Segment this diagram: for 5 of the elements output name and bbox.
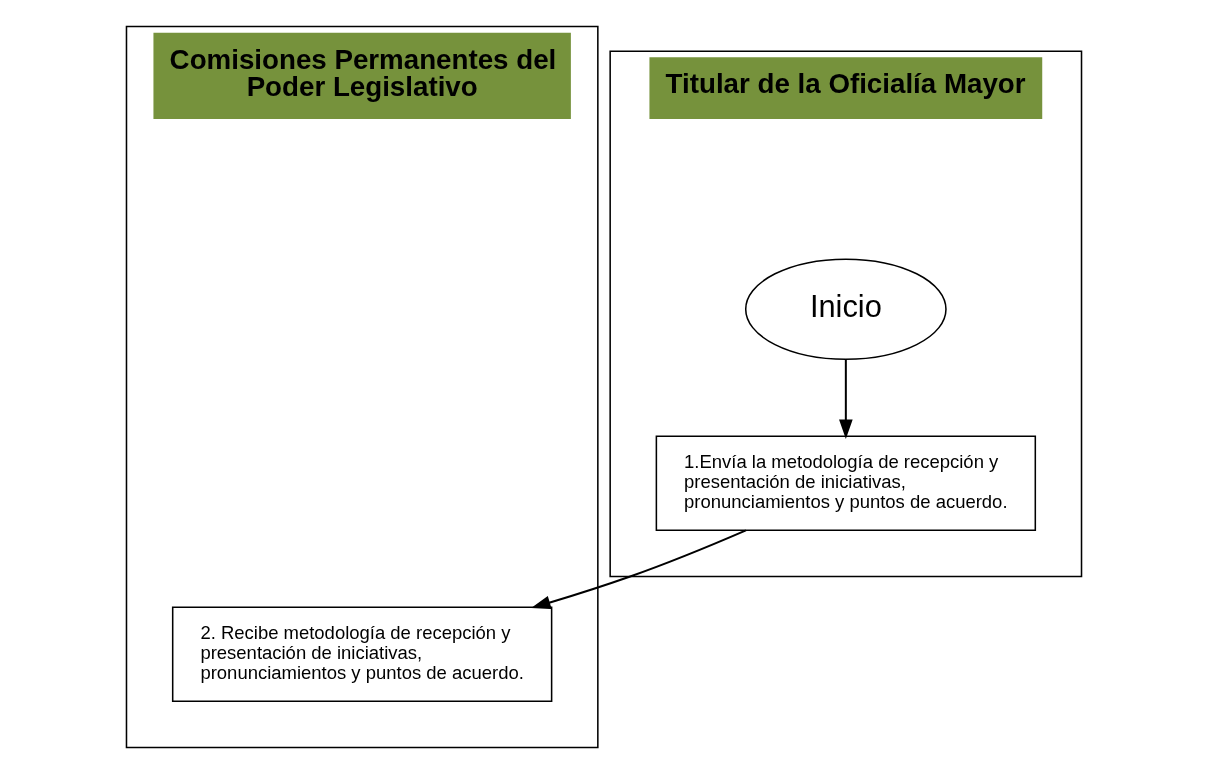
arrow [531, 529, 747, 610]
arrow [839, 358, 853, 440]
node-box: 1.Envía la metodología de recepción y presentación de iniciativas, pronunciamientos y puntos de acuerdo. [655, 435, 1037, 531]
node-ellipse: Inicio [744, 258, 947, 361]
node-box: 2. Recibe metodología de recepción y presentación de iniciativas, pronunciamientos y puntos de acuerdo. [171, 606, 553, 702]
